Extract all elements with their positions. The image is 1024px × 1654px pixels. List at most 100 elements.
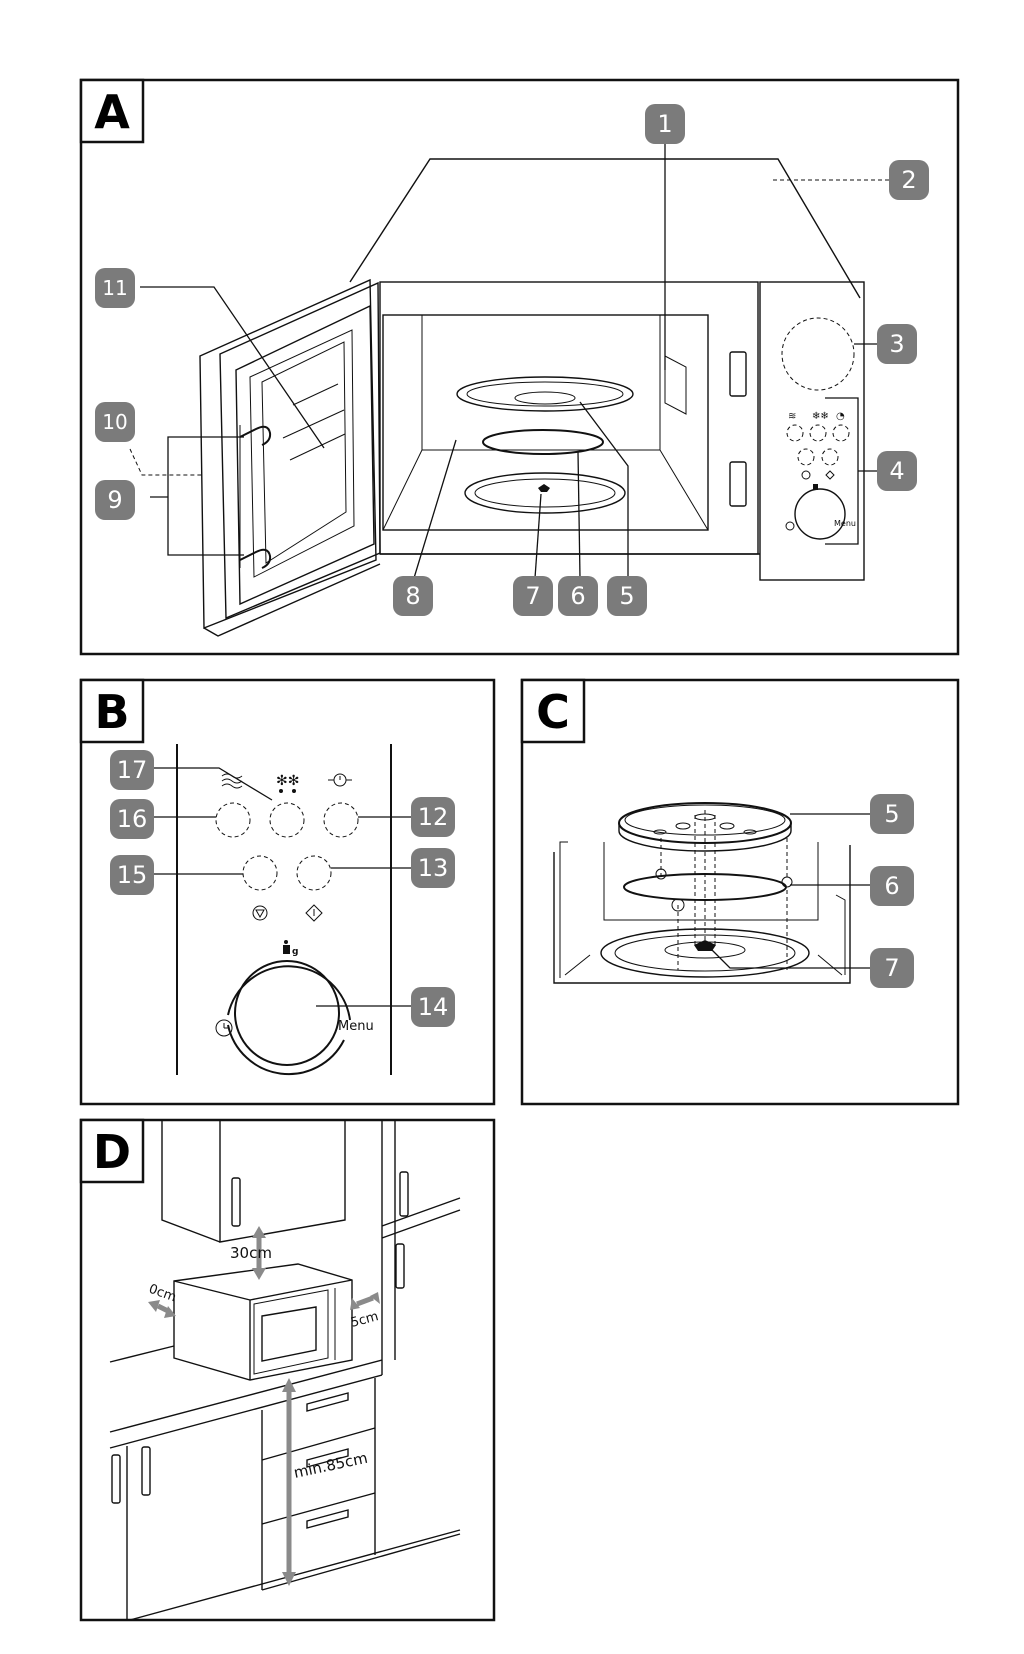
dim-top-label: 30cm [230,1244,272,1262]
callout-number: 5 [884,800,899,828]
timer-icon [215,1019,233,1037]
callout-b-15: 15 [110,855,154,895]
leader-lines-a [129,142,890,579]
callout-a-5: 5 [607,576,647,616]
panel-c-frame [520,678,960,1106]
panel-b: B ✻✻ [79,678,496,1106]
panel-b-letter: B [94,685,129,739]
turntable-floor [464,472,626,514]
callout-badge [95,268,135,308]
callout-badge [110,799,154,839]
start-button[interactable] [296,855,332,891]
callout-badge [877,451,917,491]
defrost-button[interactable] [269,802,305,838]
svg-text:≋: ≋ [788,411,796,422]
svg-text:g: g [292,947,298,957]
callout-badge [870,866,914,906]
roller-ring [482,429,604,455]
grill-button[interactable] [215,802,251,838]
panel-b-frame [79,678,496,1106]
callout-b-13: 13 [411,848,455,888]
panel-a: A [79,78,960,656]
panel-b-letter-box [79,678,145,744]
callout-a-7: 7 [513,576,553,616]
callout-badge [870,794,914,834]
callout-number: 6 [884,872,899,900]
callout-number: 5 [619,582,634,610]
callout-badge [558,576,598,616]
callout-badge [877,324,917,364]
callout-a-6: 6 [558,576,598,616]
callout-a-8: 8 [393,576,433,616]
callout-badge [411,848,455,888]
panel-a-frame [79,78,960,656]
callout-number: 1 [657,110,672,138]
callout-number: 16 [117,805,148,833]
svg-text:◔: ◔ [836,411,845,422]
callout-badge [645,104,685,144]
microwave-door [199,278,381,637]
dim-right-label: 5cm [349,1309,380,1331]
callout-number: 15 [117,861,148,889]
upper-cabinet [161,1120,461,1360]
leader-lines-c [711,813,870,969]
c-dashed-guides [660,810,788,970]
callout-a-10: 10 [95,402,135,442]
panel-a-letter-box [79,78,145,144]
callout-a-11: 11 [95,268,135,308]
callout-badge [95,480,135,520]
svg-text:✻✻: ✻✻ [276,773,299,789]
callout-a-3: 3 [877,324,917,364]
callout-number: 4 [889,457,904,485]
callout-b-16: 16 [110,799,154,839]
svg-text:❄❄: ❄❄ [812,411,829,422]
callout-badge [870,948,914,988]
start-icon [305,904,323,922]
callout-number: 7 [884,954,899,982]
callout-c-5: 5 [870,794,914,834]
panel-d-letter: D [93,1125,131,1179]
callout-number: 12 [418,803,449,831]
callout-number: 7 [525,582,540,610]
dimension-arrows [148,1226,380,1586]
callout-badge [393,576,433,616]
callout-c-7: 7 [870,948,914,988]
dial-knob[interactable] [227,960,351,1076]
display-window [781,317,855,391]
panel-c-letter-box [520,678,586,744]
callout-badges: 1 2 3 4 5 6 7 8 9 10 11 17 16 15 12 13 1… [95,104,929,1027]
callout-number: 6 [570,582,585,610]
callout-number: 10 [102,410,127,434]
stop-icon [252,905,268,921]
callout-badge [513,576,553,616]
callout-badge [95,402,135,442]
callout-a-1: 1 [645,104,685,144]
callout-a-2: 2 [889,160,929,200]
clock-button[interactable] [323,802,359,838]
panel-c: C [520,678,960,1106]
svg-text:Menu: Menu [834,519,856,528]
panel-d-frame [79,1118,496,1622]
leader-lines-b [152,767,413,1007]
callout-b-17: 17 [110,750,154,790]
callout-number: 2 [901,166,916,194]
callout-number: 11 [102,276,127,300]
turntable-plate [456,376,634,412]
callout-c-6: 6 [870,866,914,906]
callout-badge [411,797,455,837]
callout-number: 8 [405,582,420,610]
weight-icon: g [283,940,298,957]
panel-d-letter-box [79,1118,145,1184]
callout-number: 17 [117,756,148,784]
panel-d: D [79,1118,496,1622]
callout-badge [411,987,455,1027]
stop-button[interactable] [242,855,278,891]
callout-b-12: 12 [411,797,455,837]
base-cabinets [109,1345,461,1621]
callout-number: 14 [418,993,449,1021]
callout-number: 9 [107,486,122,514]
callout-a-4: 4 [877,451,917,491]
callout-badge [110,855,154,895]
microwave-body [349,158,865,581]
